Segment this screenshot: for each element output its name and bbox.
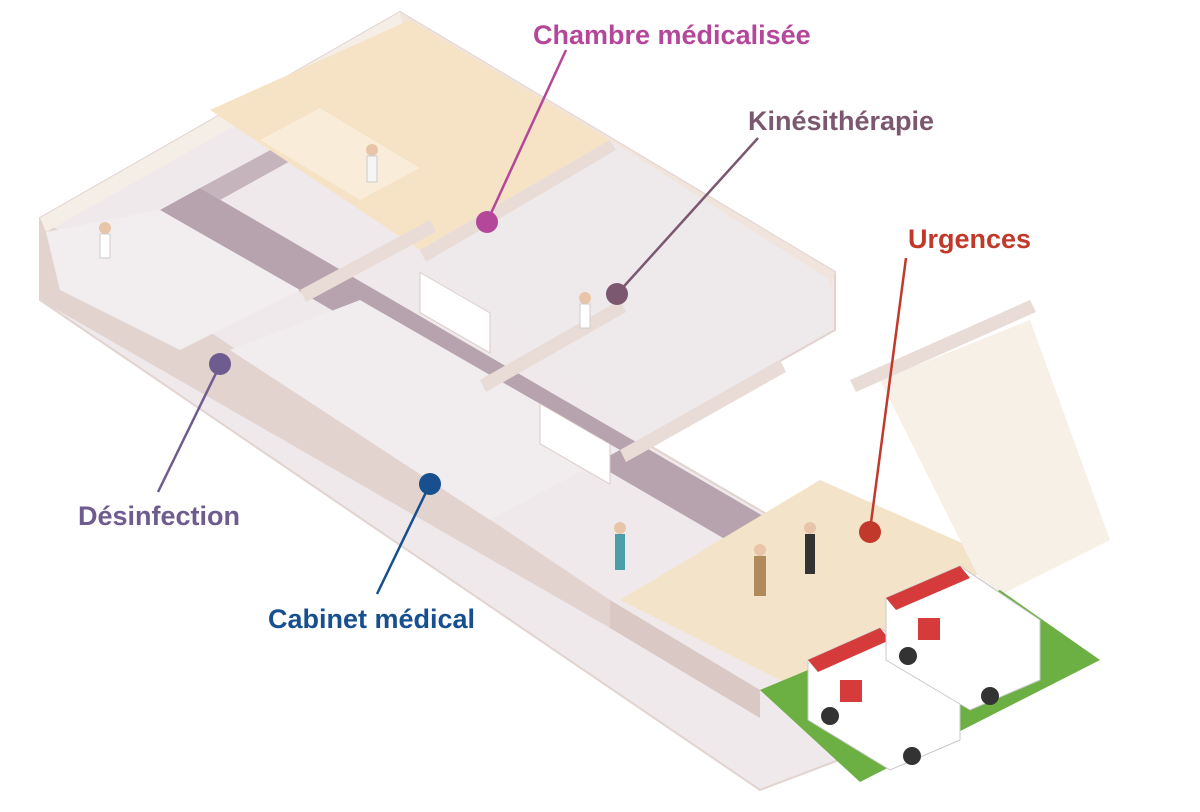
marker-dots [209, 211, 881, 543]
leader-line-cabinet [375, 483, 432, 595]
marker-dot-chambre [476, 211, 498, 233]
leader-line-desinfection [156, 364, 222, 493]
chambre-zone [210, 20, 610, 250]
people [99, 144, 816, 596]
ambulance-2 [885, 565, 1041, 711]
marker-dot-cabinet [419, 473, 441, 495]
label-urgences: Urgences [908, 224, 1032, 254]
cabinet-zone [230, 300, 620, 520]
label-chambre-medicalisee: Chambre médicalisée [533, 20, 811, 50]
leader-line-kine [616, 137, 759, 295]
marker-dot-urgences [859, 521, 881, 543]
leader-line-chambre [485, 49, 568, 223]
leader-line-urgences [868, 257, 908, 531]
marker-dot-desinfection [209, 353, 231, 375]
marker-dot-kine [606, 283, 628, 305]
urgences-zone [620, 320, 1110, 690]
label-cabinet-medical: Cabinet médical [268, 604, 476, 634]
label-kinesitherapie: Kinésithérapie [748, 106, 935, 136]
label-desinfection: Désinfection [78, 501, 241, 531]
windows [419, 271, 611, 485]
leader-lines [156, 49, 908, 595]
